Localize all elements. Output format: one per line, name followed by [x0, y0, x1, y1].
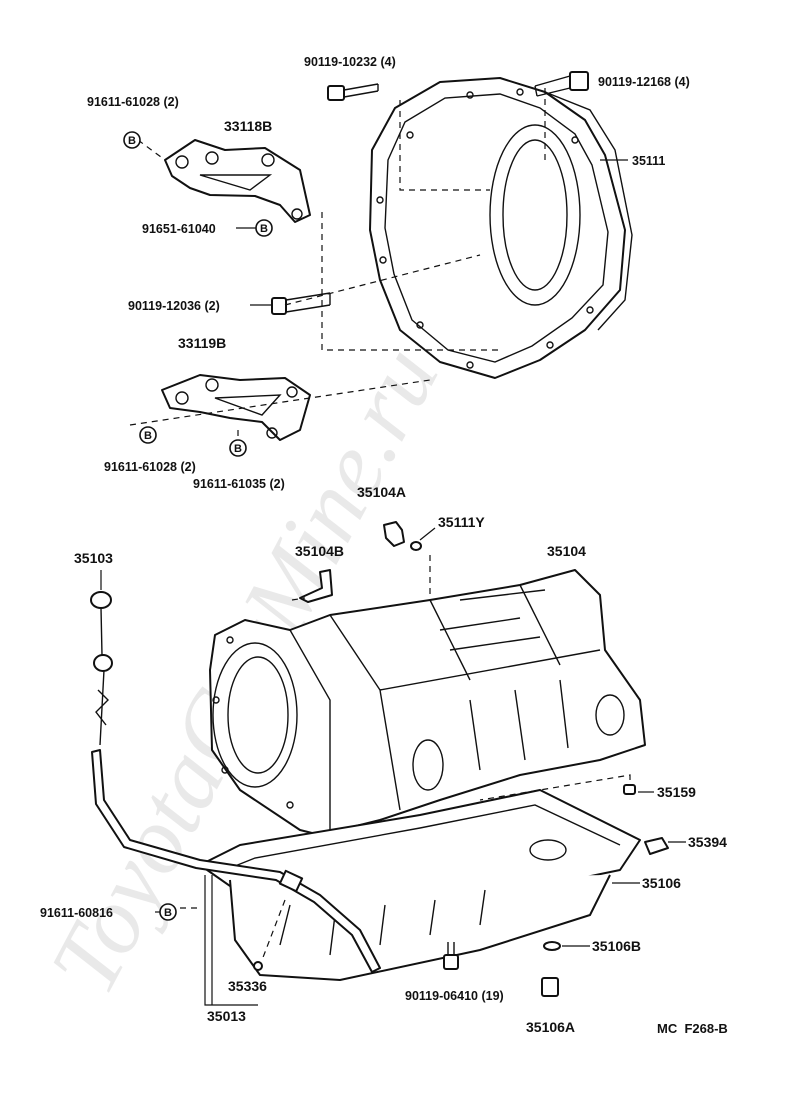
bell-housing-35111: [369, 77, 633, 379]
label-35394: 35394: [688, 834, 727, 850]
label-35111Y: 35111Y: [438, 514, 485, 530]
svg-text:B: B: [234, 443, 242, 455]
svg-text:B: B: [260, 223, 268, 235]
label-90119-06410: 90119-06410 (19): [405, 989, 504, 1003]
label-90119-10232: 90119-10232 (4): [304, 55, 396, 69]
label-35103: 35103: [74, 550, 113, 566]
plug-35159: [623, 784, 636, 795]
oil-pan-35106: [199, 789, 641, 981]
reference-code: MC F268-B: [657, 1021, 728, 1036]
label-35013: 35013: [207, 1008, 246, 1024]
bracket-33119B: [161, 374, 311, 441]
label-33118B: 33118B: [224, 118, 272, 134]
marker-b-91651-61040: B: [255, 219, 273, 237]
label-91611-61035: 91611-61035 (2): [193, 477, 285, 491]
filler-tube-35013: [91, 749, 381, 973]
label-35111: 35111: [632, 154, 665, 168]
label-35106: 35106: [642, 875, 681, 891]
label-90119-12168: 90119-12168 (4): [598, 75, 690, 89]
label-35336: 35336: [228, 978, 267, 994]
label-35104: 35104: [547, 543, 586, 559]
label-35106B: 35106B: [592, 938, 641, 954]
plug-35104A: [383, 521, 405, 547]
bolt-90119-10232: [327, 83, 379, 101]
gasket-35394: [644, 837, 669, 855]
bracket-33118B: [164, 139, 311, 223]
label-35104A: 35104A: [357, 484, 406, 500]
svg-text:B: B: [128, 135, 136, 147]
label-35104B: 35104B: [295, 543, 344, 559]
bolt-90119-12036: [271, 292, 331, 315]
label-91611-61028-bot: 91611-61028 (2): [104, 460, 196, 474]
marker-b-91611-61035: B: [229, 439, 247, 457]
label-91611-60816: 91611-60816: [40, 906, 113, 920]
svg-text:B: B: [144, 430, 152, 442]
drain-plug-35106A: [541, 977, 559, 997]
label-91611-61028-top: 91611-61028 (2): [87, 95, 179, 109]
label-90119-12036: 90119-12036 (2): [128, 299, 220, 313]
marker-b-91611-61028-top: B: [123, 131, 141, 149]
dipstick-35103: [90, 591, 113, 746]
bolt-90119-06410: [443, 942, 459, 970]
bolt-90119-12168: [534, 71, 589, 97]
label-35159: 35159: [657, 784, 696, 800]
union-35104B: [299, 569, 333, 603]
label-91651-61040: 91651-61040: [142, 222, 216, 236]
marker-b-91611-60816: B: [159, 903, 177, 921]
o-ring-35336: [253, 961, 263, 971]
label-35106A: 35106A: [526, 1019, 575, 1035]
svg-text:B: B: [164, 907, 172, 919]
marker-b-91611-61028-bot: B: [139, 426, 157, 444]
gasket-35106B: [543, 941, 561, 951]
transmission-case-35104: [209, 569, 646, 836]
label-33119B: 33119B: [178, 335, 226, 351]
o-ring-35111Y: [410, 541, 422, 551]
